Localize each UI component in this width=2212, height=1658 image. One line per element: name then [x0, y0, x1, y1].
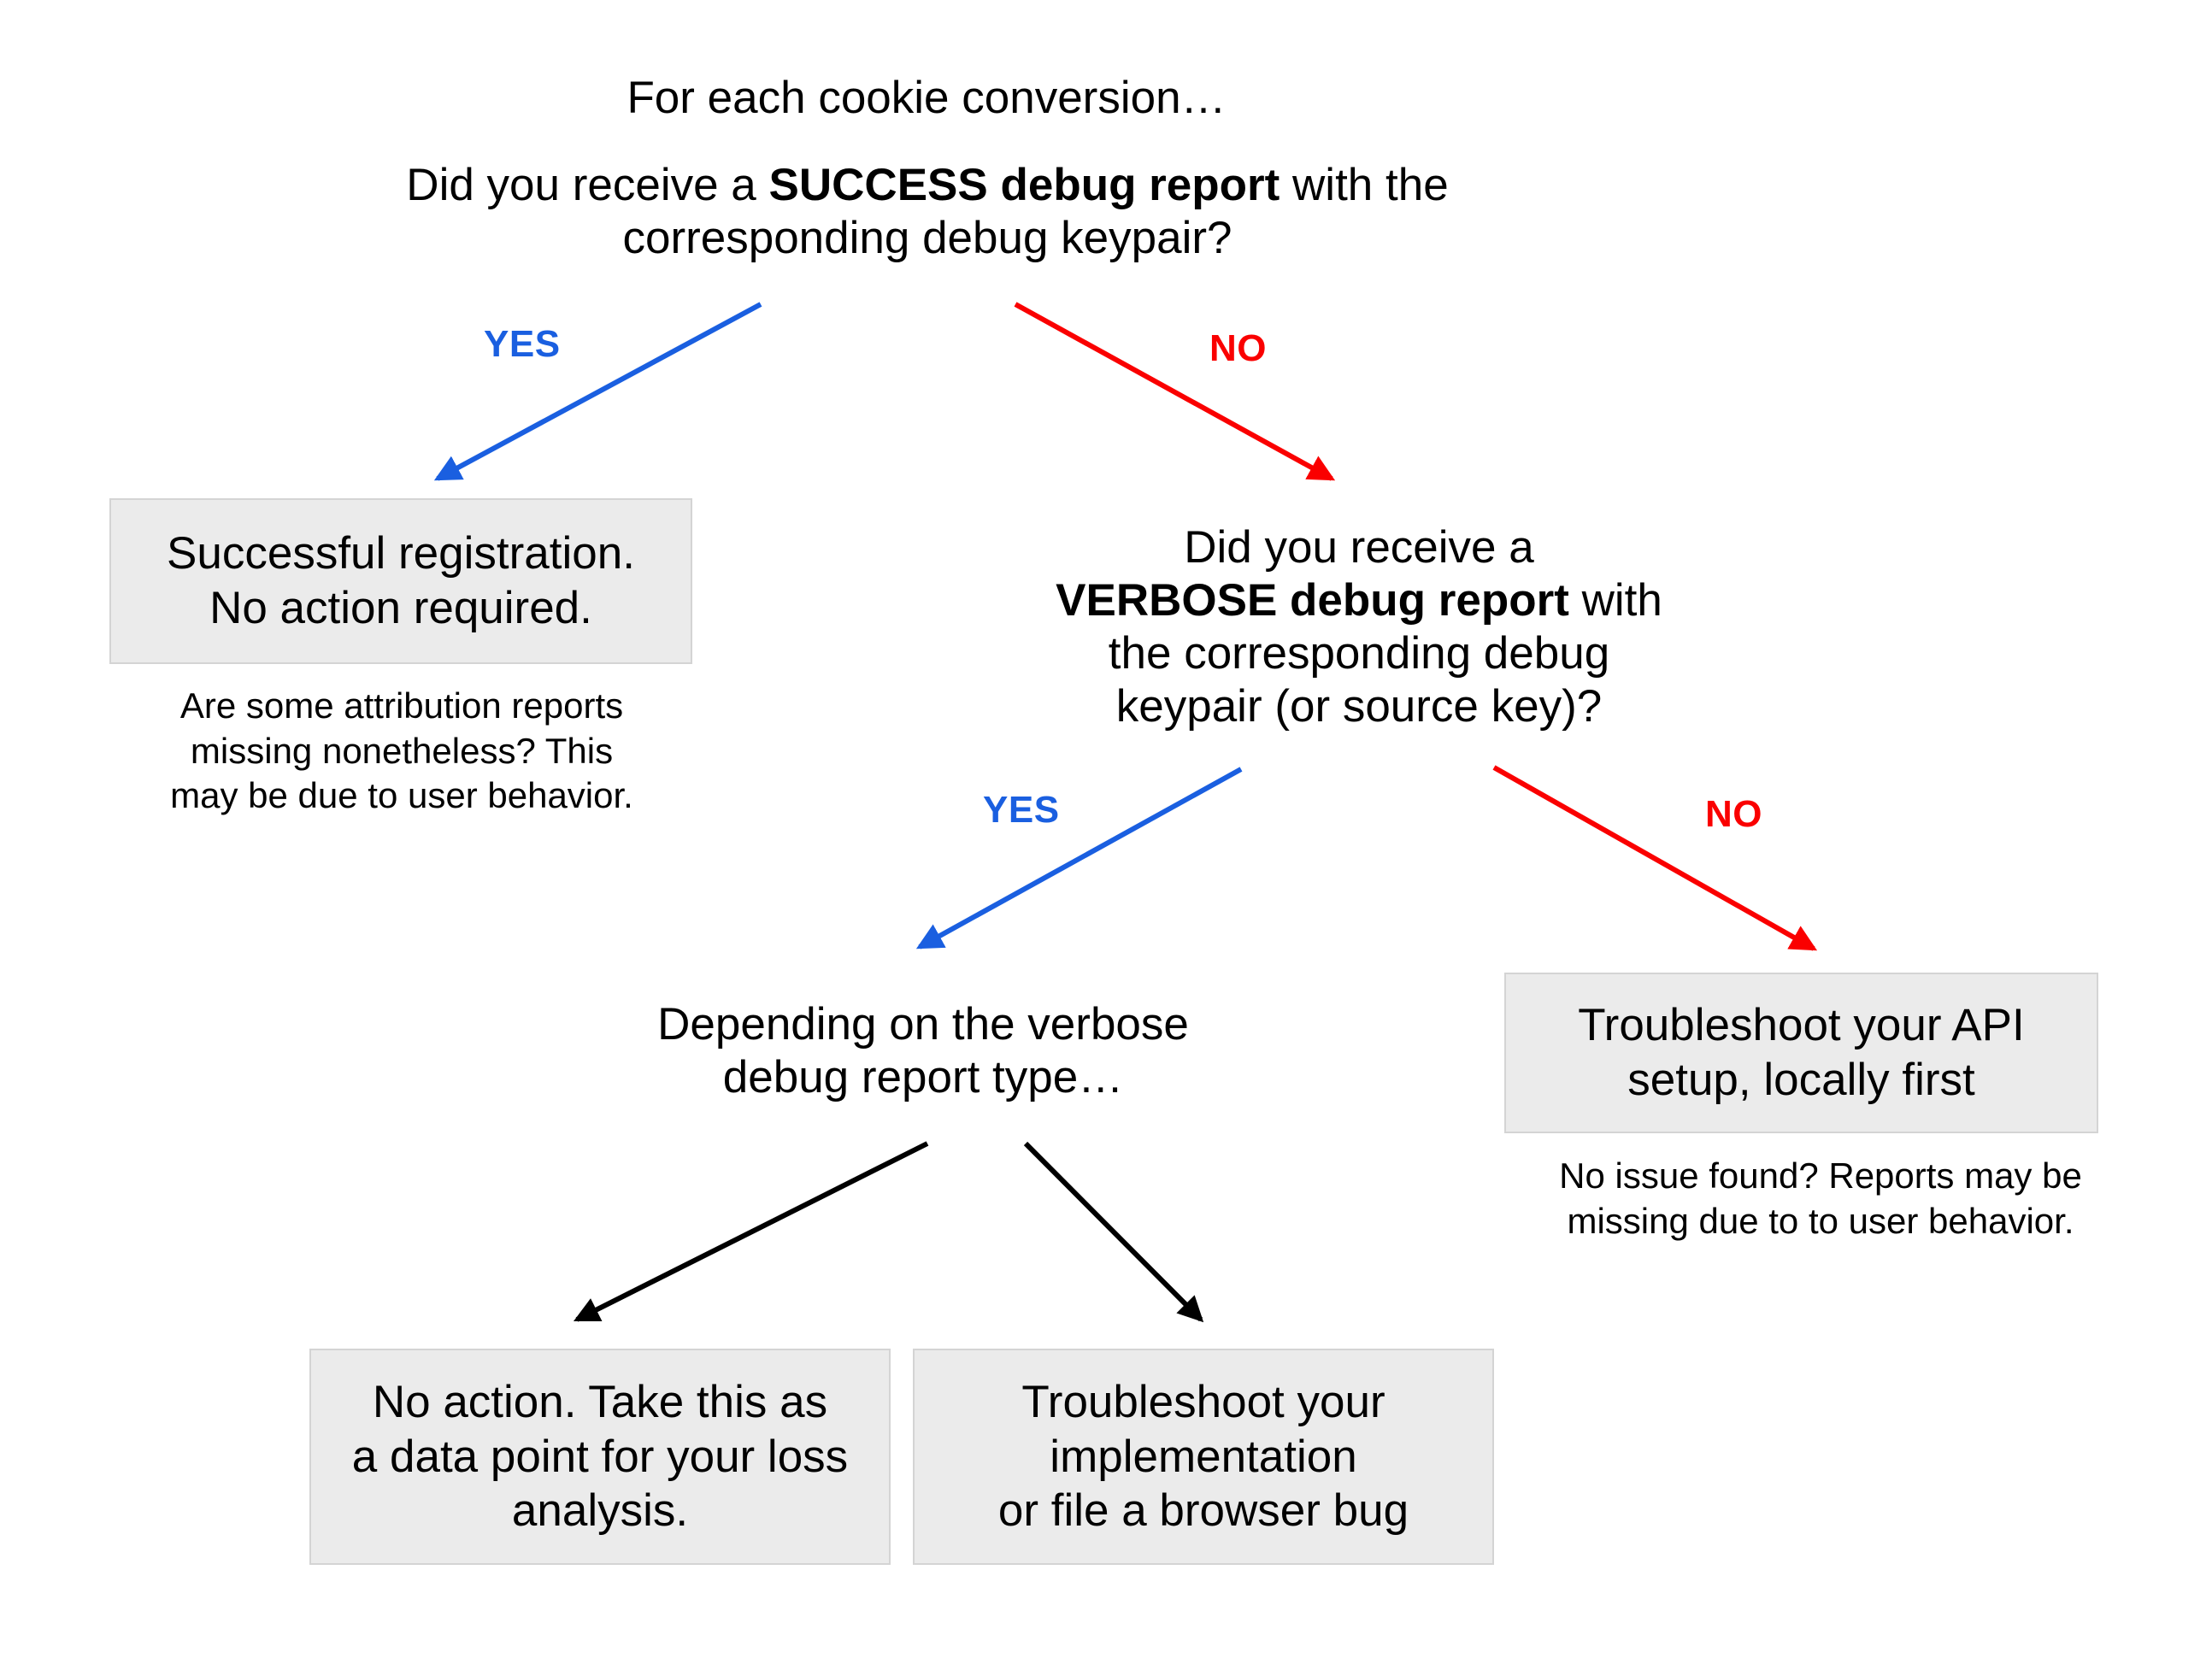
caption-attribution-reports-missing: Are some attribution reports missing non… — [170, 685, 633, 815]
edge-no-1 — [1014, 302, 1336, 481]
question-success-report: Did you receive a SUCCESS debug report w… — [282, 159, 1573, 265]
question-2-suffix: with the corresponding debug keypair (or… — [1108, 575, 1662, 732]
edge-branch-left — [573, 1141, 929, 1322]
box-no-action-loss-analysis[interactable]: No action. Take this as a data point for… — [309, 1349, 891, 1565]
edge-branch-right — [1023, 1141, 1204, 1323]
edge-label-yes-1: YES — [484, 323, 561, 365]
edge-label-yes-2: YES — [983, 789, 1060, 831]
verbose-report-type-text: Depending on the verbose debug report ty… — [657, 999, 1189, 1102]
box-troubleshoot-implementation[interactable]: Troubleshoot your implementation or file… — [913, 1349, 1494, 1565]
question-2-prefix: Did you receive a — [1184, 522, 1534, 573]
question-1-prefix: Did you receive a — [406, 160, 769, 210]
box-troubleshoot-api-setup[interactable]: Troubleshoot your API setup, locally fir… — [1504, 973, 2098, 1133]
question-2-emphasis: VERBOSE debug report — [1056, 575, 1569, 626]
edge-yes-2 — [915, 767, 1243, 950]
box-successful-registration[interactable]: Successful registration. No action requi… — [109, 498, 692, 664]
question-1-emphasis: SUCCESS debug report — [768, 160, 1280, 210]
question-verbose-report: Did you receive a VERBOSE debug report w… — [991, 521, 1727, 733]
edge-label-no-1: NO — [1209, 327, 1267, 369]
edge-label-no-2: NO — [1705, 793, 1762, 835]
caption-no-issue-found: No issue found? Reports may be missing d… — [1559, 1155, 2082, 1241]
edge-no-2 — [1492, 765, 1818, 951]
question-1-suffix: with the corresponding debug keypair? — [622, 160, 1449, 263]
intro-text: For each cookie conversion… — [627, 73, 1227, 123]
